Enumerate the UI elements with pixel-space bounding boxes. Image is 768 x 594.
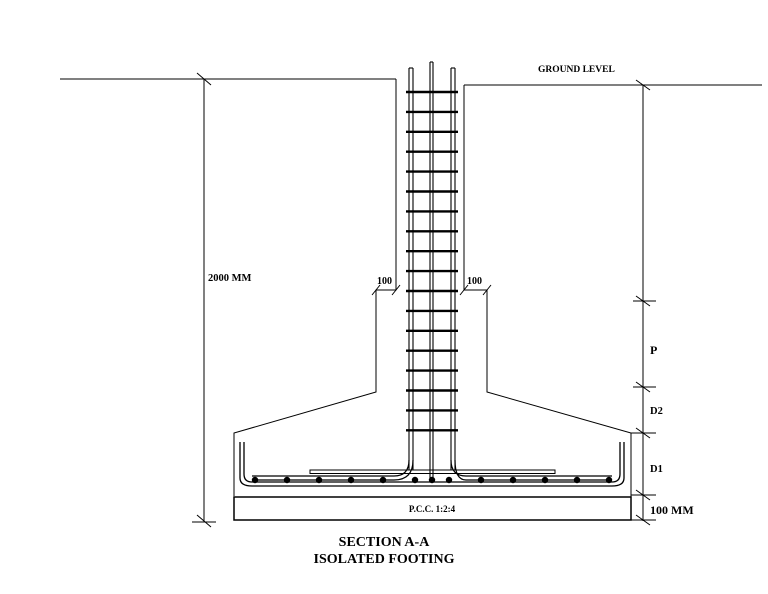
rebar-dot: [509, 476, 517, 484]
rebar-dot: [477, 476, 485, 484]
p-label: P: [650, 343, 657, 357]
depth-label: 2000 MM: [208, 273, 252, 284]
column-stirrups: [406, 90, 458, 432]
offset-dimension-left: [371, 284, 401, 296]
d1-label: D1: [650, 464, 663, 475]
right-dimension-chain: [630, 79, 656, 526]
pcc-bed: [233, 496, 632, 521]
rebar-dot: [541, 476, 549, 484]
section-subtitle: ISOLATED FOOTING: [313, 552, 455, 567]
pcc-label: P.C.C. 1:2:4: [409, 504, 456, 514]
ground-level-lines: [60, 78, 762, 86]
d2-label: D2: [650, 406, 663, 417]
ground-level-label: GROUND LEVEL: [538, 65, 615, 75]
rebar-dot: [315, 476, 323, 484]
offset-label-right: 100: [467, 276, 482, 287]
depth-dimension-line: [192, 72, 216, 528]
section-title: SECTION A-A: [338, 535, 430, 550]
rebar-dot: [428, 476, 436, 484]
distribution-bar-dots: [251, 476, 613, 484]
rebar-dot: [379, 476, 387, 484]
rebar-dot: [445, 476, 453, 484]
rebar-dot: [573, 476, 581, 484]
rebar-dot: [251, 476, 259, 484]
rebar-dot: [411, 476, 419, 484]
rebar-dot: [347, 476, 355, 484]
offset-dimension-right: [459, 284, 492, 296]
rebar-dot: [283, 476, 291, 484]
rebar-dot: [605, 476, 613, 484]
pcc-thickness-label: 100 MM: [650, 503, 694, 517]
offset-label-left: 100: [377, 276, 392, 287]
